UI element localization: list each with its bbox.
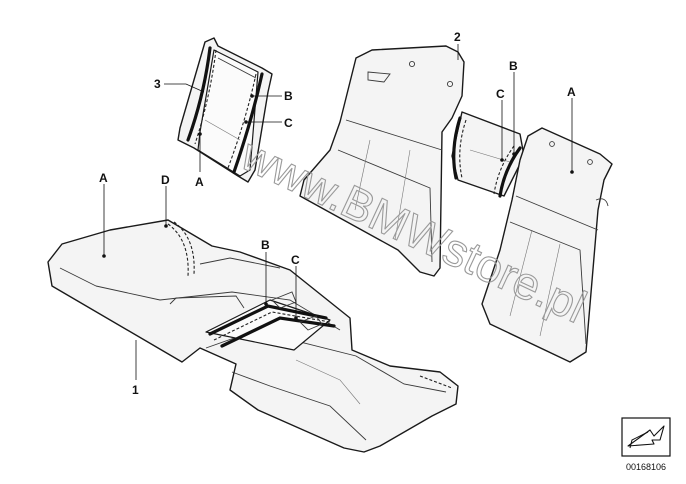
- callout-labels: 3 B C A 2 C B A A D B C 1: [99, 30, 576, 397]
- backrest-right: [481, 127, 613, 363]
- callout-strip-b: B: [284, 89, 293, 103]
- callout-strip-a: A: [195, 175, 204, 189]
- callout-seat-d: D: [161, 173, 170, 187]
- callout-part-1: 1: [132, 383, 139, 397]
- arrow-stamp-icon: [621, 417, 671, 457]
- callout-seat-b: B: [261, 238, 270, 252]
- callout-back-b: B: [509, 59, 518, 73]
- callout-seat-a: A: [99, 171, 108, 185]
- backrest-center-strip: [451, 111, 525, 198]
- callout-seat-c: C: [291, 253, 300, 267]
- part-1-seat-cushion: [47, 219, 459, 453]
- document-id: 00168106: [626, 462, 666, 472]
- part-2-backrest-left: [299, 45, 465, 277]
- callout-part-2: 2: [454, 30, 461, 44]
- callout-back-c: C: [496, 87, 505, 101]
- callout-back-a: A: [567, 85, 576, 99]
- callout-strip-c: C: [284, 116, 293, 130]
- callout-part-3: 3: [154, 77, 161, 91]
- part-3-trim-strip: [177, 37, 273, 183]
- leader-lines: [102, 44, 574, 380]
